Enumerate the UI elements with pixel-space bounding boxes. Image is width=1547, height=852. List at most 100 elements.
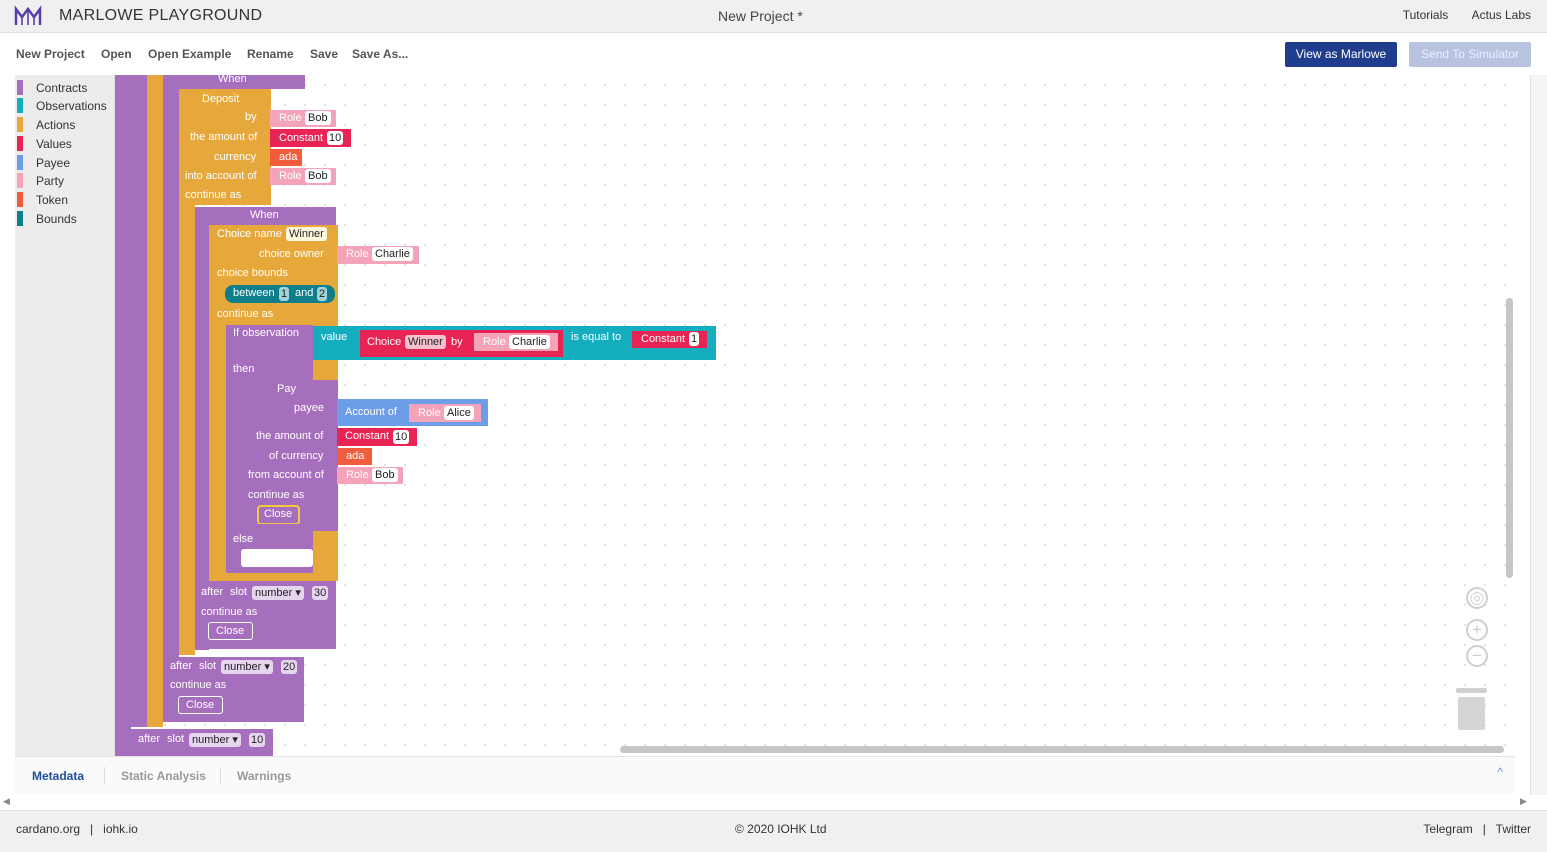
trash-icon[interactable]: [1458, 697, 1485, 730]
choice-name-label: Choice name: [217, 228, 282, 240]
deposit-label: Deposit: [202, 93, 240, 105]
open-button[interactable]: Open: [101, 47, 132, 61]
when-block-l3-body[interactable]: [163, 89, 179, 721]
value-label: value: [321, 331, 348, 343]
workspace-horizontal-scrollbar[interactable]: [620, 746, 1504, 753]
scroll-right-icon[interactable]: ▶: [1520, 796, 1527, 806]
bound-high-field[interactable]: 2: [317, 287, 328, 301]
close-block[interactable]: [208, 622, 253, 640]
payee-label: payee: [294, 402, 324, 414]
tab-static-analysis[interactable]: Static Analysis: [121, 769, 206, 783]
top-bar: MARLOWE PLAYGROUND New Project * Tutoria…: [0, 0, 1547, 33]
when-block-inner[interactable]: [195, 207, 336, 225]
role-name-field[interactable]: Bob: [372, 468, 398, 482]
tab-separator: [220, 767, 221, 784]
token-block[interactable]: [270, 149, 302, 166]
role-label: Role: [279, 112, 302, 124]
role-name-field[interactable]: Alice: [444, 406, 474, 420]
timeout-30-field[interactable]: 30: [312, 586, 329, 600]
new-project-button[interactable]: New Project: [16, 47, 85, 61]
constant-value-field[interactable]: 10: [327, 131, 344, 145]
panel-expand-icon[interactable]: ^: [1497, 765, 1503, 779]
token-block[interactable]: [337, 448, 372, 465]
tab-metadata[interactable]: Metadata: [32, 769, 85, 783]
is-equal-to-label: is equal to: [571, 331, 622, 343]
trash-lid-icon: [1456, 688, 1487, 693]
constant-value-field[interactable]: 10: [393, 430, 410, 444]
bound-and-label: and: [295, 287, 314, 299]
role-name-field[interactable]: Bob: [305, 169, 331, 183]
when-block-outer[interactable]: [115, 75, 131, 756]
category-label: Contracts: [36, 81, 88, 95]
after-label: after: [138, 733, 161, 745]
bound-low-field[interactable]: 1: [279, 287, 290, 301]
role-name-field[interactable]: Bob: [305, 111, 331, 125]
category-label: Party: [36, 174, 65, 188]
category-label: Observations: [36, 99, 107, 113]
slot-type-dropdown[interactable]: number ▾: [189, 733, 241, 747]
actus-labs-link[interactable]: Actus Labs: [1471, 8, 1531, 22]
category-swatch: [17, 136, 23, 151]
choice-value-name-field[interactable]: Winner: [405, 335, 446, 349]
footer-links-left[interactable]: cardano.org | iohk.io: [16, 822, 138, 836]
from-account-label: from account of: [248, 469, 324, 481]
continue-as-label: continue as: [248, 489, 305, 501]
project-title: New Project *: [718, 8, 803, 24]
category-swatch: [17, 211, 23, 226]
after-label: after: [170, 660, 193, 672]
footer-copyright: © 2020 IOHK Ltd: [735, 822, 827, 836]
slot-type-dropdown[interactable]: number ▾: [252, 586, 304, 600]
close-label: Close: [186, 699, 215, 711]
when-block-l2[interactable]: [131, 75, 147, 727]
category-swatch: [17, 117, 23, 132]
send-to-simulator-button[interactable]: Send To Simulator: [1409, 42, 1531, 67]
category-label: Bounds: [36, 212, 77, 226]
then-label: then: [233, 363, 255, 375]
choice-name-field[interactable]: Winner: [286, 227, 327, 241]
continue-as-label: continue as: [217, 308, 274, 320]
token-ada-label: ada: [346, 450, 365, 462]
role-label: Role: [418, 407, 441, 419]
bottom-panel: Metadata Static Analysis Warnings ^: [15, 756, 1515, 794]
role-name-field[interactable]: Charlie: [509, 335, 550, 349]
blockly-workspace[interactable]: Contracts Observations Actions Values Pa…: [15, 75, 1515, 756]
when-block-l3[interactable]: [163, 75, 305, 89]
deposit-block[interactable]: [179, 89, 271, 205]
save-as-button[interactable]: Save As...: [352, 47, 409, 61]
slot-type-dropdown[interactable]: number ▾: [221, 660, 273, 674]
role-label: Role: [346, 469, 369, 481]
scroll-left-icon[interactable]: ◀: [3, 796, 10, 806]
timeout-20-field[interactable]: 20: [281, 660, 298, 674]
bound-between-label: between: [233, 287, 275, 299]
blockly-toolbox: Contracts Observations Actions Values Pa…: [15, 75, 115, 756]
deposit-currency-label: currency: [214, 151, 257, 163]
role-name-field[interactable]: Charlie: [372, 247, 413, 261]
slot-label: slot: [230, 586, 248, 598]
deposit-into-account-label: into account of: [185, 170, 257, 182]
account-of-label: Account of: [345, 406, 397, 418]
tutorials-link[interactable]: Tutorials: [1402, 8, 1449, 22]
save-button[interactable]: Save: [310, 47, 339, 61]
page-scrollbar[interactable]: [1530, 75, 1547, 795]
category-swatch: [17, 80, 23, 95]
tab-warnings[interactable]: Warnings: [237, 769, 292, 783]
app-title: MARLOWE PLAYGROUND: [59, 7, 263, 24]
deposit-action-outer[interactable]: [147, 75, 163, 727]
zoom-in-icon[interactable]: +: [1466, 619, 1488, 641]
constant-block[interactable]: [632, 331, 707, 348]
else-empty-slot[interactable]: [241, 549, 313, 567]
footer-links-right[interactable]: Telegram | Twitter: [1423, 822, 1531, 836]
timeout-10-field[interactable]: 10: [249, 733, 266, 747]
view-as-marlowe-button[interactable]: View as Marlowe: [1285, 42, 1397, 67]
open-example-button[interactable]: Open Example: [148, 47, 232, 61]
deposit-block-body[interactable]: [179, 205, 195, 655]
close-block[interactable]: [178, 696, 223, 714]
constant-value-field[interactable]: 1: [689, 332, 700, 346]
when-block-inner-body[interactable]: [195, 225, 209, 650]
recenter-icon[interactable]: ◎: [1466, 587, 1488, 609]
rename-button[interactable]: Rename: [247, 47, 294, 61]
workspace-vertical-scrollbar[interactable]: [1506, 298, 1513, 578]
category-swatch: [17, 155, 23, 170]
marlowe-logo-icon[interactable]: [14, 5, 44, 27]
zoom-out-icon[interactable]: −: [1466, 645, 1488, 667]
